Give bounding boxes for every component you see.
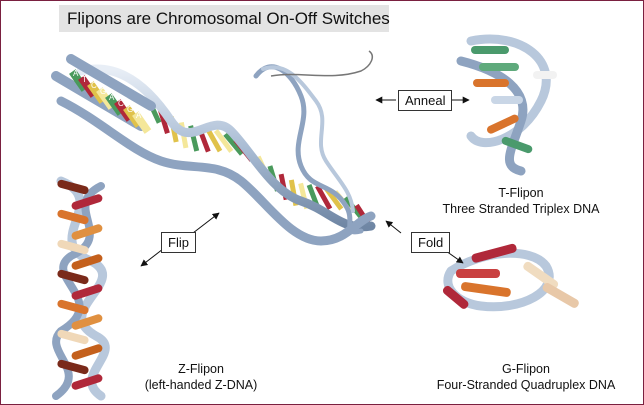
base-pair-rung — [323, 186, 344, 211]
fold-arrow-upper — [385, 220, 402, 234]
fold-label: Fold — [411, 232, 451, 253]
z-dna-base — [57, 179, 89, 195]
z-dna-base — [71, 284, 103, 300]
title-bar: Flipons are Chromosomal On-Off Switches — [59, 5, 390, 32]
g-flipon-structure — [442, 243, 579, 312]
g-flipon-desc: Four-Stranded Quadruplex DNA — [436, 378, 616, 392]
z-dna-base — [57, 359, 89, 375]
z-dna-base — [71, 374, 103, 390]
z-dna-base — [71, 224, 103, 240]
ladder-rung — [132, 111, 152, 134]
base-letter: C — [118, 99, 124, 108]
base-pair-rung — [213, 128, 234, 153]
z-dna-base — [57, 329, 89, 345]
anneal-label: Anneal — [398, 90, 453, 111]
z-flipon-structure — [52, 176, 110, 401]
z-dna-base — [71, 254, 103, 270]
z-dna-base — [57, 299, 89, 315]
g-flipon-name: G-Flipon — [502, 362, 550, 376]
t-flipon-structure — [456, 34, 557, 176]
z-dna-base — [71, 314, 103, 330]
helix-strand-2 — [56, 96, 376, 246]
z-dna-base — [71, 344, 103, 360]
base-pair-rung — [205, 127, 223, 153]
z-flipon-desc: (left-handed Z-DNA) — [144, 378, 258, 392]
base-pair-rung — [315, 184, 333, 210]
t-flipon-name: T-Flipon — [498, 186, 544, 200]
z-dna-base — [71, 194, 103, 210]
g-flipon-caption: G-Flipon Four-Stranded Quadruplex DNA — [421, 361, 631, 393]
t-flipon-desc: Three Stranded Triplex DNA — [442, 202, 600, 216]
chromatin-tail — [270, 50, 373, 77]
helix-coil-upper — [253, 64, 364, 235]
fold-arrow-lower — [445, 250, 464, 264]
b-dna-helix — [56, 50, 376, 246]
z-flipon-name: Z-Flipon — [178, 362, 224, 376]
base-letter: C — [91, 81, 97, 90]
flip-label: Flip — [161, 232, 196, 253]
arrows — [140, 96, 470, 267]
t-flipon-caption: T-Flipon Three Stranded Triplex DNA — [426, 185, 616, 217]
figure-title: Flipons are Chromosomal On-Off Switches — [67, 9, 390, 28]
z-dna-base — [57, 239, 89, 255]
base-letter: G — [100, 87, 106, 96]
base-letter: A — [73, 69, 79, 78]
helix-strand-1 — [76, 64, 376, 232]
base-letter: A — [136, 111, 142, 120]
z-flipon-caption: Z-Flipon (left-handed Z-DNA) — [121, 361, 281, 393]
base-letter: G — [127, 105, 133, 114]
base-pair-rung — [157, 107, 170, 134]
base-letter: A — [109, 93, 115, 102]
flip-arrow-lower — [140, 248, 164, 267]
z-dna-base — [57, 269, 89, 285]
z-dna-base — [57, 209, 89, 225]
base-letter: T — [82, 75, 87, 84]
base-pair-rung — [223, 132, 244, 156]
flip-arrow-upper — [192, 212, 220, 234]
